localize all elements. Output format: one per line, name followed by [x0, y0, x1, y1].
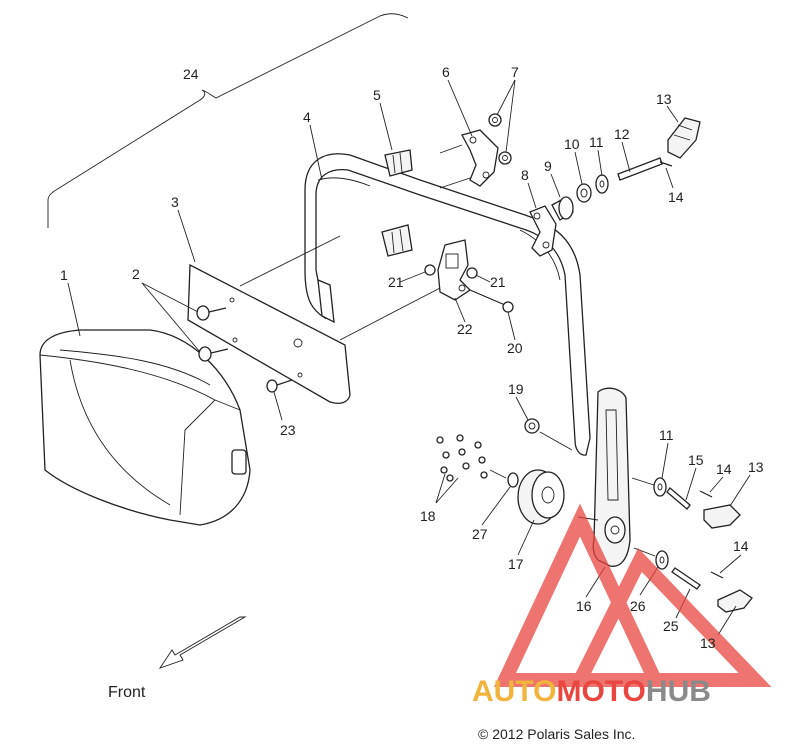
copyright-text: © 2012 Polaris Sales Inc. — [478, 726, 635, 742]
callout-21b: 21 — [490, 274, 506, 290]
watermark-hub: HUB — [646, 675, 711, 708]
callout-23: 23 — [280, 422, 296, 438]
screws-18 — [436, 434, 488, 482]
nut-21b — [466, 267, 478, 279]
hinge-bracket-22 — [437, 239, 472, 301]
front-label: Front — [108, 684, 146, 701]
callout-20: 20 — [507, 340, 523, 356]
storage-box-part — [39, 329, 251, 526]
spacer-10 — [576, 183, 592, 203]
tube-rack-part — [304, 153, 591, 456]
callout-15: 15 — [688, 452, 704, 468]
latch-13-low — [717, 589, 753, 613]
bolt-20 — [469, 289, 514, 313]
watermark-logo — [493, 503, 772, 687]
pin-25 — [671, 567, 701, 590]
nut-7b — [498, 151, 512, 165]
callout-1: 1 — [60, 267, 68, 283]
assembly-lines — [239, 144, 656, 557]
callout-5: 5 — [373, 87, 381, 103]
callout-7: 7 — [511, 64, 519, 80]
washer-11-mid — [653, 477, 667, 497]
bracket-8 — [529, 205, 557, 257]
assembly-bracket-24 — [47, 13, 409, 228]
pin-14-top — [659, 161, 673, 167]
callout-24: 24 — [183, 66, 199, 82]
callout-14-mid: 14 — [716, 461, 732, 477]
callout-13-mid: 13 — [748, 459, 764, 475]
clamp-5-upper — [384, 149, 413, 177]
washer-11-top — [595, 174, 609, 194]
callout-2: 2 — [132, 266, 140, 282]
callout-13-low: 13 — [700, 635, 716, 651]
latch-13-top — [667, 117, 701, 159]
watermark-text: AUTOMOTOHUB — [472, 675, 711, 708]
callout-27: 27 — [472, 526, 488, 542]
callout-11-mid: 11 — [659, 427, 674, 443]
callout-14-low: 14 — [733, 538, 749, 554]
callout-9: 9 — [544, 158, 552, 174]
callout-13-top: 13 — [656, 91, 672, 107]
washer-26 — [655, 550, 669, 570]
clamp-5-lower — [381, 224, 413, 257]
callout-25: 25 — [663, 618, 679, 634]
callout-6: 6 — [442, 64, 450, 80]
nut-7a — [488, 113, 502, 127]
pin-14-low — [710, 571, 724, 579]
spacer-9 — [551, 196, 574, 221]
pin-14-mid — [699, 490, 713, 498]
callout-4: 4 — [303, 109, 311, 125]
callout-8: 8 — [521, 167, 529, 183]
callout-14-top: 14 — [668, 189, 684, 205]
bolt-2a — [196, 305, 227, 321]
watermark-moto: MOTO — [556, 675, 645, 708]
spacer-27 — [507, 472, 519, 488]
latch-13-mid — [703, 504, 741, 529]
callout-10: 10 — [564, 136, 580, 152]
callout-3: 3 — [171, 194, 179, 210]
bracket-6 — [461, 129, 499, 187]
nut-19 — [524, 418, 540, 434]
bolt-2b — [198, 346, 229, 362]
bolt-23 — [266, 379, 293, 393]
callout-16: 16 — [576, 598, 592, 614]
callout-18: 18 — [420, 508, 436, 524]
callout-12: 12 — [614, 126, 630, 142]
callout-11-top: 11 — [589, 134, 604, 150]
callout-22: 22 — [457, 321, 473, 337]
nut-21a — [424, 264, 436, 276]
arm-bracket-16 — [592, 387, 631, 567]
callout-21a: 21 — [388, 274, 404, 290]
callout-26: 26 — [630, 598, 646, 614]
watermark-auto: AUTO — [472, 675, 556, 708]
mounting-plate-part — [187, 263, 351, 404]
front-direction-arrow — [158, 616, 247, 669]
pin-12 — [617, 157, 663, 181]
leader-lines — [67, 79, 751, 636]
wheel-17 — [517, 469, 565, 525]
callout-19: 19 — [508, 381, 524, 397]
callout-17: 17 — [508, 556, 524, 572]
pin-15 — [666, 487, 691, 510]
